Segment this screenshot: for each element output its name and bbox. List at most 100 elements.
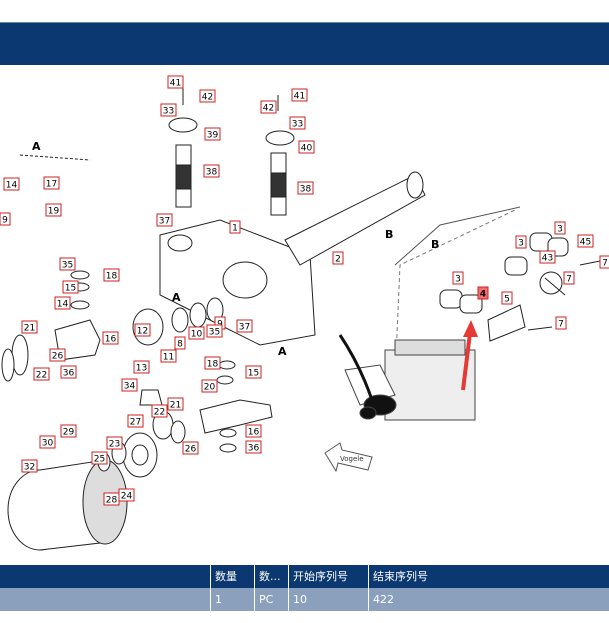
callout-box-38	[203, 164, 220, 178]
row-quantity: 1	[210, 588, 254, 611]
callout-8[interactable]: 8	[177, 340, 183, 350]
section-label-a: A	[32, 140, 41, 153]
callout-29[interactable]: 29	[63, 428, 75, 438]
callout-5[interactable]: 5	[504, 295, 510, 305]
callout-box-13	[133, 360, 150, 374]
callout-42[interactable]: 42	[202, 93, 213, 103]
callout-36[interactable]: 36	[248, 444, 260, 454]
callout-33[interactable]: 33	[163, 107, 174, 117]
callout-43[interactable]: 43	[542, 254, 553, 264]
callout-7[interactable]: 7	[566, 275, 572, 285]
callout-28[interactable]: 28	[106, 496, 118, 506]
callout-2[interactable]: 2	[335, 255, 341, 265]
callout-22[interactable]: 22	[154, 408, 165, 418]
highlight-arrow	[461, 320, 478, 391]
callout-box-15	[245, 365, 262, 379]
callout-17[interactable]: 17	[46, 180, 57, 190]
callout-32[interactable]: 32	[24, 463, 35, 473]
callout-box-20	[201, 379, 218, 393]
callout-34[interactable]: 34	[124, 382, 136, 392]
callout-box-34	[121, 378, 138, 392]
callout-box-32	[21, 459, 38, 473]
callout-19[interactable]: 19	[48, 207, 60, 217]
callout-3[interactable]: 3	[518, 239, 524, 249]
callout-38[interactable]: 38	[206, 168, 218, 178]
callout-box-3	[554, 221, 566, 235]
callout-18[interactable]: 18	[106, 272, 118, 282]
callout-box-7	[555, 316, 567, 330]
callout-22[interactable]: 22	[36, 371, 47, 381]
callout-box-42	[199, 89, 216, 103]
callout-box-15	[62, 280, 79, 294]
callout-26[interactable]: 26	[52, 352, 64, 362]
callout-15[interactable]: 15	[248, 369, 259, 379]
callout-box-33	[289, 116, 306, 130]
callout-box-40	[298, 140, 315, 154]
callout-box-10	[188, 326, 205, 340]
callout-33[interactable]: 33	[292, 120, 303, 130]
callout-box-25	[91, 451, 108, 465]
callout-45[interactable]: 45	[580, 238, 591, 248]
callout-18[interactable]: 18	[207, 360, 219, 370]
callout-14[interactable]: 14	[6, 181, 18, 191]
callout-box-14	[54, 296, 71, 310]
callout-37[interactable]: 37	[239, 323, 250, 333]
callout-25[interactable]: 25	[94, 455, 105, 465]
callout-11[interactable]: 11	[163, 353, 174, 363]
callout-4[interactable]: 4	[480, 290, 486, 300]
callout-35[interactable]: 35	[62, 261, 73, 271]
callout-36[interactable]: 36	[63, 369, 75, 379]
callout-10[interactable]: 10	[191, 330, 203, 340]
callout-box-2	[332, 251, 344, 265]
callout-7[interactable]: 7	[558, 320, 564, 330]
callout-box-24	[118, 488, 135, 502]
callout-box-29	[60, 424, 77, 438]
callout-box-27	[127, 414, 144, 428]
callout-21[interactable]: 21	[24, 324, 35, 334]
callout-15[interactable]: 15	[65, 284, 76, 294]
callout-26[interactable]: 26	[185, 445, 197, 455]
callout-13[interactable]: 13	[136, 364, 147, 374]
bottom-margin	[0, 611, 609, 623]
callout-41[interactable]: 41	[294, 92, 305, 102]
callout-box-41	[167, 75, 184, 89]
callout-14[interactable]: 14	[57, 300, 69, 310]
callout-16[interactable]: 16	[105, 335, 117, 345]
callout-box-35	[59, 257, 76, 271]
callout-box-36	[245, 440, 262, 454]
callout-box-8	[174, 336, 186, 350]
callout-box-41	[291, 88, 308, 102]
callout-20[interactable]: 20	[204, 383, 216, 393]
parts-table-row[interactable]: 1 PC 10 422	[0, 588, 609, 611]
callout-42[interactable]: 42	[263, 104, 274, 114]
section-label-a: A	[172, 291, 181, 304]
callout-35[interactable]: 35	[209, 328, 220, 338]
callout-9[interactable]: 9	[2, 216, 8, 226]
callout-39[interactable]: 39	[207, 131, 219, 141]
callout-box-16	[102, 331, 119, 345]
callout-box-21	[167, 397, 184, 411]
callout-21[interactable]: 21	[170, 401, 181, 411]
callout-box-7	[599, 255, 609, 269]
callout-box-30	[39, 435, 56, 449]
callout-24[interactable]: 24	[121, 492, 133, 502]
callout-40[interactable]: 40	[301, 144, 313, 154]
callout-box-36	[60, 365, 77, 379]
callout-27[interactable]: 27	[130, 418, 141, 428]
callout-3[interactable]: 3	[455, 275, 461, 285]
callout-23[interactable]: 23	[109, 440, 120, 450]
callout-41[interactable]: 41	[170, 79, 181, 89]
header-start-serial: 开始序列号	[288, 565, 368, 588]
callout-box-21	[21, 320, 38, 334]
callout-12[interactable]: 12	[137, 327, 148, 337]
callout-3[interactable]: 3	[557, 225, 563, 235]
header-unit: 数...	[254, 565, 288, 588]
callout-7[interactable]: 7	[602, 259, 608, 269]
callout-30[interactable]: 30	[42, 439, 54, 449]
callout-1[interactable]: 1	[232, 224, 238, 234]
callout-16[interactable]: 16	[248, 428, 260, 438]
callout-37[interactable]: 37	[159, 217, 170, 227]
callout-38[interactable]: 38	[300, 185, 312, 195]
callout-box-43	[539, 250, 556, 264]
